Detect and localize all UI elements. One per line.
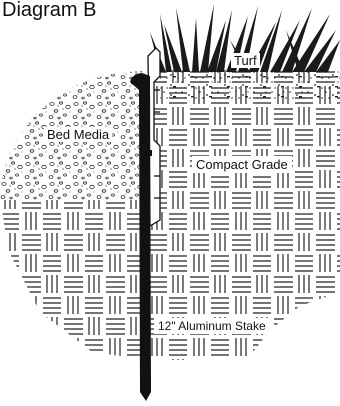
label-aluminum-stake: 12" Aluminum Stake bbox=[154, 318, 270, 334]
grass-blades bbox=[150, 4, 340, 72]
edging-strip bbox=[147, 47, 161, 228]
diagram-title: Diagram B bbox=[2, 0, 97, 21]
label-bed-media: Bed Media bbox=[44, 127, 113, 142]
turf-soil-layer bbox=[160, 70, 340, 100]
label-turf: Turf bbox=[231, 53, 260, 68]
label-compact-grade: Compact Grade bbox=[192, 156, 292, 173]
aluminum-stake bbox=[130, 73, 152, 401]
